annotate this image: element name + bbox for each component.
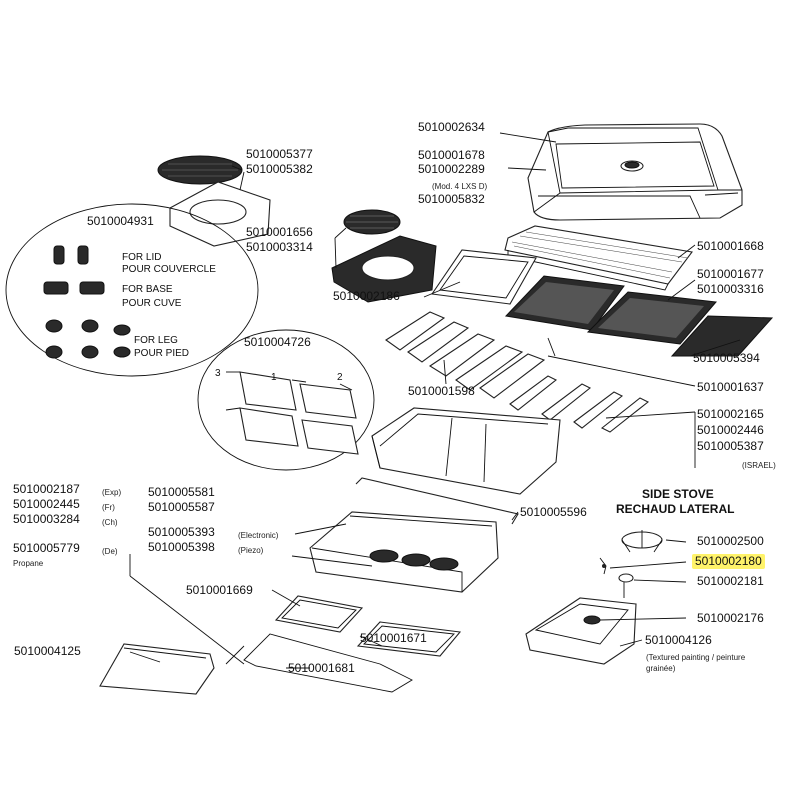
manifold-note-ch: (Ch) bbox=[102, 518, 118, 527]
feet-for-leg-fr: POUR PIED bbox=[134, 348, 190, 359]
round-grate-mid-number-2: 5010003314 bbox=[246, 240, 313, 254]
manifold-number-fr: 5010002445 bbox=[13, 497, 80, 511]
manifold-number-exp: 5010002187 bbox=[13, 482, 80, 496]
side-shelf-part-number: 5010004125 bbox=[14, 644, 81, 658]
control-panel-number-1: 5010005581 bbox=[148, 485, 215, 499]
side-stove-burner-number: 5010002176 bbox=[697, 611, 764, 625]
warming-rack-part-number: 5010001668 bbox=[697, 239, 764, 253]
burners-israel-note: (ISRAEL) bbox=[742, 461, 776, 470]
heat-shields-circle bbox=[197, 329, 375, 471]
lid-variant-number-2: 5010002289 bbox=[418, 162, 485, 176]
feet-for-lid-fr: POUR COUVERCLE bbox=[122, 264, 216, 275]
burner-part-number-1: 5010002165 bbox=[697, 407, 764, 421]
feet-for-base-en: FOR BASE bbox=[122, 284, 173, 295]
side-shelf bbox=[99, 643, 215, 695]
feet-for-base-fr: POUR CUVE bbox=[122, 298, 182, 309]
side-stove-trivet bbox=[621, 530, 663, 553]
side-stove-body-note-1: (Textured painting / peinture bbox=[646, 653, 746, 662]
side-stove-highlighted-part-number: 5010002180 bbox=[692, 554, 765, 569]
burner-tubes bbox=[509, 375, 650, 433]
ignition-number-piezo: 5010005398 bbox=[148, 540, 215, 554]
griddle-grate bbox=[586, 291, 717, 345]
side-stove-knob bbox=[618, 573, 634, 598]
tray-holder bbox=[225, 633, 413, 693]
vaporizers bbox=[385, 311, 546, 399]
manifold-note-fr: (Fr) bbox=[102, 503, 115, 512]
propane-note: Propane bbox=[13, 559, 44, 568]
burner-part-number-2: 5010002446 bbox=[697, 423, 764, 437]
round-grate-top-number-2: 5010005382 bbox=[246, 162, 313, 176]
round-grate-top bbox=[157, 155, 243, 185]
burner-part-number-3: 5010005387 bbox=[697, 439, 764, 453]
griddle-plate bbox=[670, 315, 774, 357]
round-grate-top-number-1: 5010005377 bbox=[246, 147, 313, 161]
plancha-plate bbox=[431, 249, 537, 305]
grease-tray-part-number: 5010001669 bbox=[186, 583, 253, 597]
vaporizers-part-number: 5010001598 bbox=[408, 384, 475, 398]
side-stove-title-fr: RECHAUD LATERAL bbox=[616, 502, 735, 516]
feet-kit-part-number: 5010004931 bbox=[87, 214, 154, 228]
heat-shield-number-2: 2 bbox=[337, 372, 343, 383]
side-stove-body-note-2: grainée) bbox=[646, 664, 676, 673]
feet-for-lid-en: FOR LID bbox=[122, 252, 162, 263]
side-stove-thermocouple bbox=[599, 557, 607, 575]
warming-rack bbox=[504, 225, 693, 291]
manifold-note-de: (De) bbox=[102, 547, 118, 556]
feet-for-leg-en: FOR LEG bbox=[134, 335, 178, 346]
firebox-part-number: 5010005596 bbox=[520, 505, 587, 519]
lid-model-note: (Mod. 4 LXS D) bbox=[432, 182, 488, 191]
ignition-number-electronic: 5010005393 bbox=[148, 525, 215, 539]
manifold-number-ch: 5010003284 bbox=[13, 512, 80, 526]
grate-part-number-1: 5010001677 bbox=[697, 267, 764, 281]
flame-tamers-part-number: 5010001637 bbox=[697, 380, 764, 394]
side-stove-body bbox=[525, 597, 637, 665]
heat-shield-number-3: 3 bbox=[215, 368, 221, 379]
bottom-casing bbox=[309, 477, 519, 593]
side-stove-title-en: SIDE STOVE bbox=[642, 487, 714, 501]
lid-variant-number-1: 5010001678 bbox=[418, 148, 485, 162]
drip-pan bbox=[356, 621, 462, 657]
drip-pan-part-number: 5010001671 bbox=[360, 631, 427, 645]
firebox bbox=[371, 407, 561, 495]
griddle-plate-part-number: 5010005394 bbox=[693, 351, 760, 365]
cooking-plate-square-top bbox=[169, 181, 271, 247]
ignition-note-electronic: (Electronic) bbox=[238, 531, 279, 540]
side-stove-body-number: 5010004126 bbox=[645, 633, 712, 647]
feet-kit-circle bbox=[5, 203, 259, 377]
leader-lines bbox=[129, 132, 741, 669]
lid-part-number: 5010002634 bbox=[418, 120, 485, 134]
heat-shield-number-1: 1 bbox=[271, 372, 277, 383]
grate-part-number-2: 5010003316 bbox=[697, 282, 764, 296]
round-grate-mid-number-1: 5010001656 bbox=[246, 225, 313, 239]
cooking-grate-square-mid bbox=[331, 235, 437, 303]
plancha-plate-part-number: 5010002186 bbox=[333, 289, 400, 303]
main-cooking-grate bbox=[504, 275, 625, 331]
grease-tray bbox=[274, 595, 364, 633]
side-stove-trivet-number: 5010002500 bbox=[697, 534, 764, 548]
lid-variant-number-3: 5010005832 bbox=[418, 192, 485, 206]
manifold-note-exp: (Exp) bbox=[102, 488, 122, 497]
tray-holder-part-number: 5010001681 bbox=[288, 661, 355, 675]
round-grate-mid bbox=[343, 209, 401, 235]
grill-lid bbox=[527, 123, 743, 221]
side-stove-knob-number: 5010002181 bbox=[697, 574, 764, 588]
heat-shields-part-number: 5010004726 bbox=[244, 335, 311, 349]
ignition-note-piezo: (Piezo) bbox=[238, 546, 264, 555]
control-panel-number-2: 5010005587 bbox=[148, 500, 215, 514]
feet-pieces bbox=[43, 245, 131, 359]
manifold-number-de: 5010005779 bbox=[13, 541, 80, 555]
